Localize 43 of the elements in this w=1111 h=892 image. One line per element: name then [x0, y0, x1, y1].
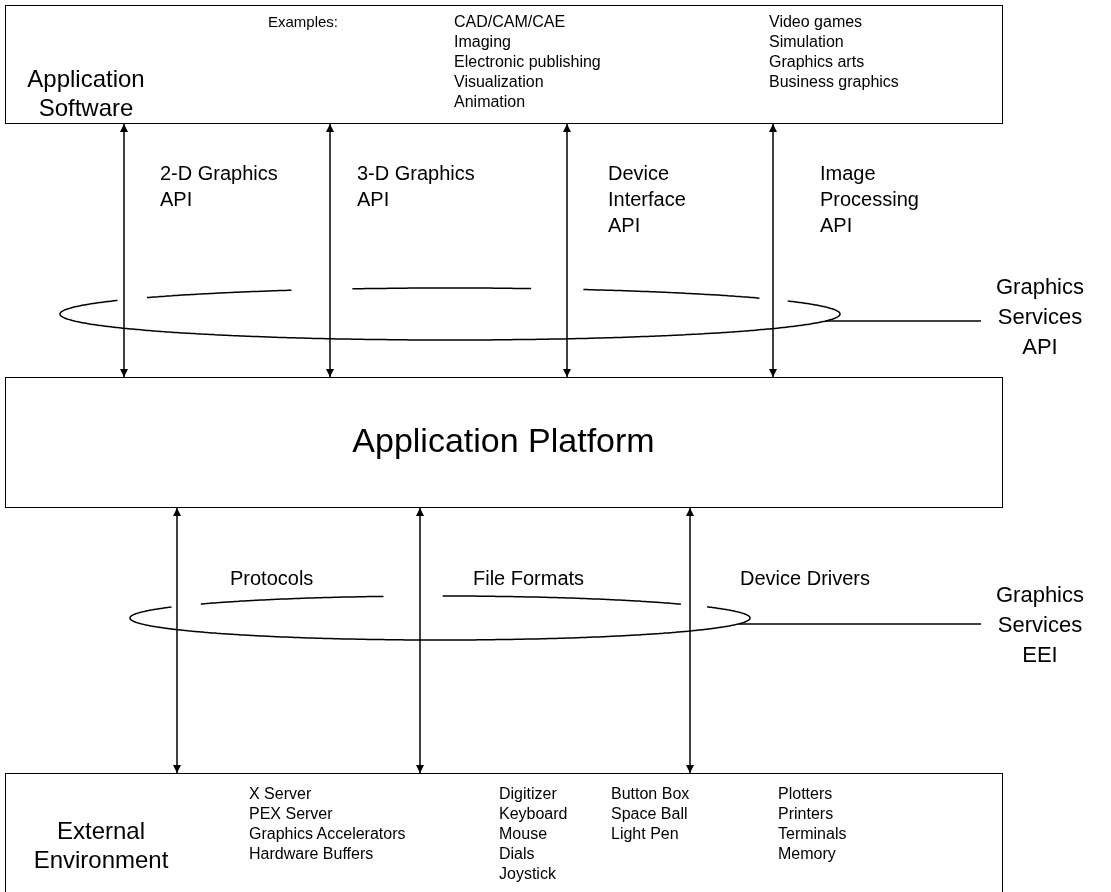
list-item: Dials: [499, 844, 535, 864]
list-item: Space Ball: [611, 804, 688, 824]
double-arrow: [120, 123, 128, 378]
list-item: Imaging: [454, 32, 511, 52]
double-arrow: [769, 123, 777, 378]
list-item: CAD/CAM/CAE: [454, 12, 566, 32]
double-arrow: [563, 123, 571, 378]
double-arrow: [326, 123, 334, 378]
box-title: Application Platform: [351, 420, 656, 460]
layer-box: [5, 377, 1003, 508]
box-title: External Environment: [32, 816, 170, 874]
list-item: Electronic publishing: [454, 52, 601, 72]
list-item: Business graphics: [769, 72, 899, 92]
callout-text: Graphics Services API: [982, 272, 1098, 362]
list-item: X Server: [249, 784, 312, 804]
list-item: Joystick: [499, 864, 556, 884]
list-item: Memory: [778, 844, 836, 864]
layer-box: [5, 5, 1003, 124]
leader-line: [737, 623, 982, 625]
list-item: Button Box: [611, 784, 690, 804]
list-item: Terminals: [778, 824, 847, 844]
list-item: Light Pen: [611, 824, 679, 844]
list-item: Visualization: [454, 72, 544, 92]
list-item: Hardware Buffers: [249, 844, 374, 864]
box-title: Application Software: [26, 64, 146, 122]
list-item: Graphics arts: [769, 52, 865, 72]
list-item: Plotters: [778, 784, 833, 804]
list-item: Mouse: [499, 824, 548, 844]
list-item: Graphics Accelerators: [249, 824, 406, 844]
list-item: Digitizer: [499, 784, 557, 804]
list-item: Simulation: [769, 32, 844, 52]
list-item: Video games: [769, 12, 863, 32]
list-item: Animation: [454, 92, 526, 112]
list-item: Printers: [778, 804, 834, 824]
callout-text: Graphics Services EEI: [982, 580, 1098, 670]
examples-label: Examples:: [268, 12, 339, 32]
double-arrow: [173, 507, 181, 774]
leader-line: [824, 320, 982, 322]
list-item: Keyboard: [499, 804, 568, 824]
layer-box: [5, 773, 1003, 892]
double-arrow: [416, 507, 424, 774]
double-arrow: [686, 507, 694, 774]
list-item: PEX Server: [249, 804, 333, 824]
